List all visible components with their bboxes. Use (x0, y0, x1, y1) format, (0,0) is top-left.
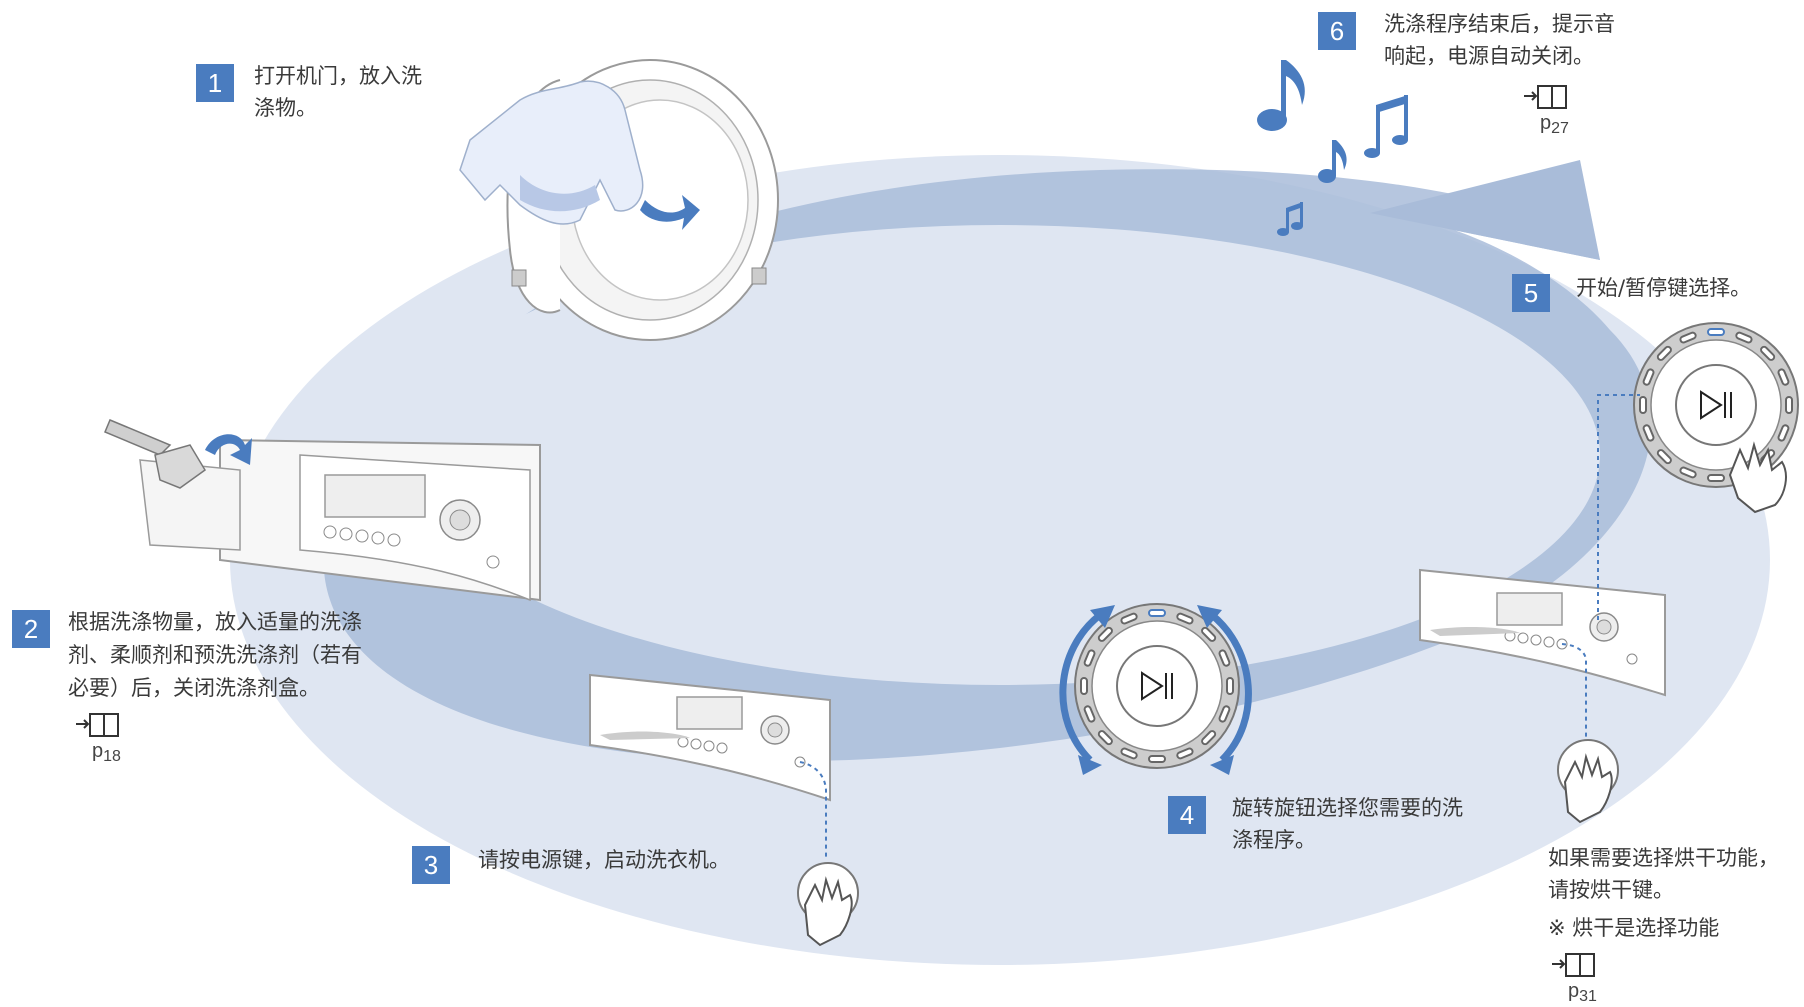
step-text-line: 洗涤程序结束后，提示音 (1384, 12, 1615, 36)
dial-tick (1642, 368, 1655, 386)
rotate-left-arrowhead-2 (1078, 755, 1102, 775)
dial-tick (1777, 368, 1790, 386)
step-text-line: 根据洗涤物量，放入适量的洗涤 (68, 610, 362, 634)
dial-tick (1120, 612, 1138, 625)
dial-tick (1785, 396, 1793, 414)
step-text-line: 开始/暂停键选择。 (1576, 276, 1752, 300)
clothes-shadow (520, 175, 600, 212)
hand-press-icon (1728, 441, 1787, 514)
dial-tick (1679, 466, 1697, 479)
rotate-right-arrowhead-2 (1210, 755, 1234, 775)
step-text-line: 必要）后，关闭洗涤剂盒。 (68, 676, 320, 700)
dial-tick (1777, 424, 1790, 442)
program-dial-illustration (1074, 603, 1240, 769)
page-number: p31 (1568, 980, 1597, 1005)
page-number: p18 (92, 740, 121, 765)
book-reference-icon (1552, 953, 1595, 977)
control-panel-drying (1419, 568, 1666, 697)
step-number-badge: 4 (1168, 796, 1206, 834)
rotate-left-arrowhead (1090, 605, 1115, 628)
dial-ticks-2 (1639, 328, 1793, 482)
step-text-line: 剂、柔顺剂和预洗洗涤剂（若有 (68, 643, 362, 667)
dial-tick (1639, 396, 1647, 414)
step-text-line: 打开机门，放入洗 (254, 64, 422, 88)
hand-press-icon (1557, 739, 1619, 824)
hand-press-icon (797, 862, 859, 947)
note-text-line: 如果需要选择烘干功能， (1548, 846, 1779, 870)
note-text-line: 请按烘干键。 (1548, 878, 1674, 902)
page-reference: p31 (1550, 950, 1610, 1006)
cycle-arrow-icon (1370, 160, 1600, 260)
dial-tick (1097, 730, 1113, 746)
dial-tick (1735, 331, 1753, 344)
step-text-line: 旋转旋钮选择您需要的洗 (1232, 796, 1463, 820)
dial-tick (1148, 755, 1166, 763)
rotate-right-arrowhead (1197, 605, 1222, 628)
dial-tick (1656, 345, 1672, 361)
dial-ticks (1080, 609, 1234, 763)
insert-arrow-icon (640, 195, 700, 230)
control-panel-step3 (589, 673, 831, 802)
rotate-right-arrow (1209, 612, 1252, 763)
dial-tick (1097, 626, 1113, 642)
guide-line-step3 (799, 761, 827, 860)
step-text-line: 涤物。 (254, 96, 317, 120)
step-number-badge: 3 (412, 846, 450, 884)
step-number-badge: 6 (1318, 12, 1356, 50)
step-text-line: 涤程序。 (1232, 828, 1316, 852)
dial-tick (1707, 328, 1725, 336)
step-text-line: 请按电源键，启动洗衣机。 (478, 848, 730, 872)
dial-tick (1120, 747, 1138, 760)
cycle-inner-ellipse (400, 225, 1600, 685)
page-reference: p18 (74, 710, 134, 766)
dial-tick (1642, 424, 1655, 442)
dial-tick (1218, 705, 1231, 723)
step-number-badge: 2 (12, 610, 50, 648)
detergent-drawer-illustration (104, 419, 541, 602)
dial-tick (1176, 612, 1194, 625)
guide-line-start (1597, 394, 1640, 620)
book-reference-icon (1524, 85, 1567, 109)
dial-tick (1201, 626, 1217, 642)
dial-tick (1080, 677, 1088, 695)
note-remark: ※ 烘干是选择功能 (1548, 916, 1720, 940)
step-number-badge: 1 (196, 64, 234, 102)
music-note-icon (1257, 60, 1408, 236)
clothes-illustration (459, 80, 644, 225)
dial-tick (1148, 609, 1166, 617)
step-number-badge: 5 (1512, 274, 1550, 312)
dial-tick (1760, 345, 1776, 361)
dial-tick (1707, 474, 1725, 482)
dial-tick (1083, 705, 1096, 723)
dial-tick (1176, 747, 1194, 760)
dial-tick (1226, 677, 1234, 695)
guide-line-drying (1561, 643, 1587, 740)
rotate-left-arrow (1059, 612, 1103, 763)
page-number: p27 (1540, 112, 1569, 137)
dial-tick (1083, 649, 1096, 667)
dial-tick (1679, 331, 1697, 344)
dial-tick (1656, 449, 1672, 465)
book-reference-icon (76, 713, 119, 737)
dial-tick (1218, 649, 1231, 667)
dial-tick (1201, 730, 1217, 746)
page-reference: p27 (1522, 82, 1582, 138)
start-pause-dial-illustration (1633, 322, 1799, 488)
step-text-line: 响起，电源自动关闭。 (1384, 44, 1594, 68)
